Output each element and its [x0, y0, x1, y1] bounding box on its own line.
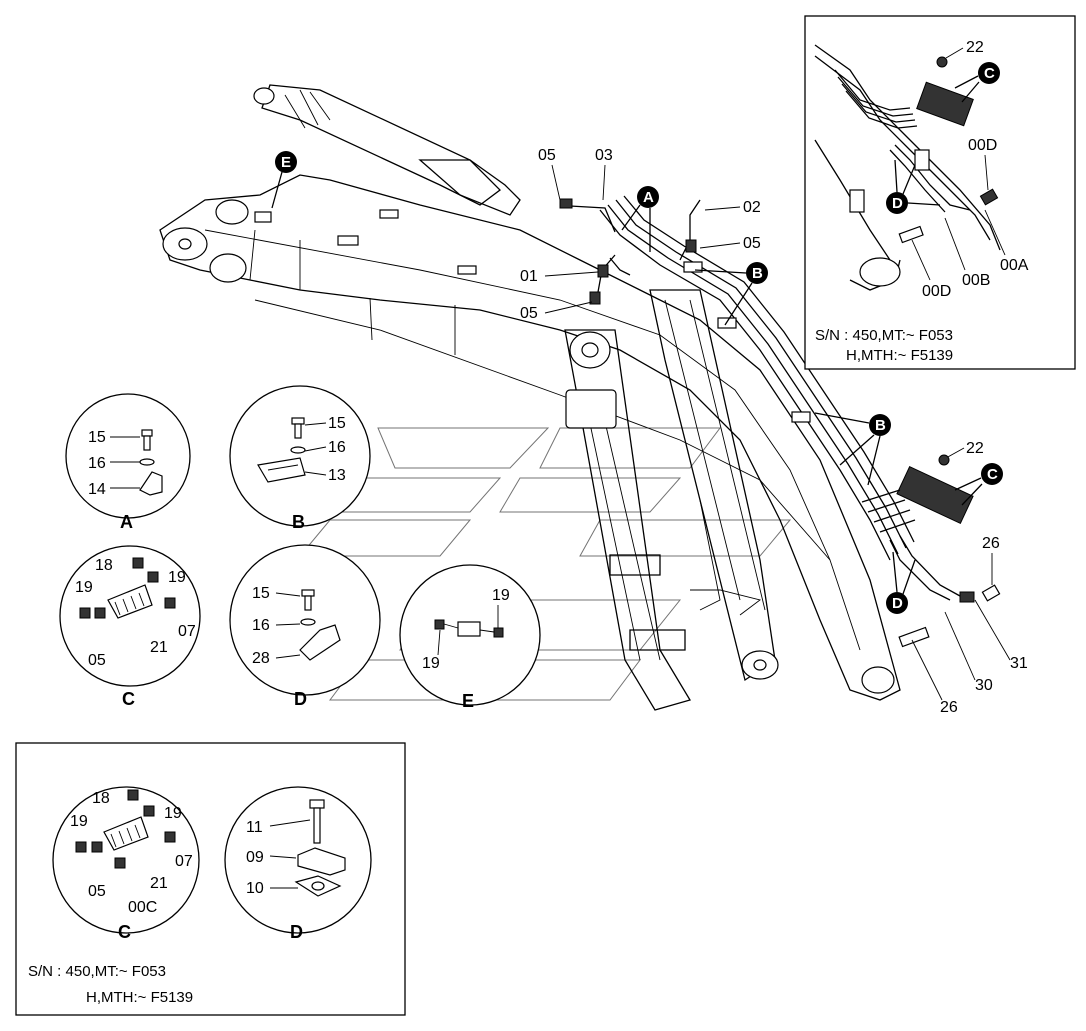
part-18: 18	[95, 557, 113, 574]
callout-26: 26	[982, 535, 1000, 552]
svg-text:D: D	[892, 595, 903, 612]
callout-00B: 00B	[962, 272, 990, 289]
part-19: 19	[164, 805, 182, 822]
hose-bundle	[559, 195, 975, 648]
part-00C: 00C	[128, 899, 157, 916]
marker-a	[637, 186, 659, 208]
part-10: 10	[246, 880, 264, 897]
detail-a: 15 16 14 A	[65, 393, 191, 532]
callout-02: 02	[743, 199, 761, 216]
detail-e: 19 19 E	[399, 564, 541, 711]
callout-05: 05	[538, 147, 556, 164]
part-16: 16	[88, 455, 106, 472]
callout-22: 22	[966, 39, 984, 56]
part-18: 18	[92, 790, 110, 807]
callout-00A: 00A	[1000, 257, 1029, 274]
callout-00D: 00D	[922, 283, 951, 300]
serial-note-line1: S/N : 450,MT:~ F053	[28, 963, 166, 980]
part-15: 15	[88, 429, 106, 446]
detail-c: 18 19 19 07 05 21 C	[59, 545, 201, 709]
marker-d	[886, 592, 908, 614]
svg-text:C: C	[984, 65, 995, 82]
callout-05: 05	[520, 305, 538, 322]
callout-03: 03	[595, 147, 613, 164]
marker-b	[746, 262, 768, 284]
detail-d: 15 16 28 D	[229, 544, 381, 709]
part-13: 13	[328, 467, 346, 484]
callout-05: 05	[743, 235, 761, 252]
boom-structure	[159, 84, 901, 711]
svg-text:C: C	[987, 466, 998, 483]
inset-c-title: C	[118, 922, 131, 942]
serial-note-line2: H,MTH:~ F5139	[846, 347, 953, 364]
svg-text:B: B	[875, 417, 886, 434]
marker-b	[869, 414, 891, 436]
svg-text:B: B	[752, 265, 763, 282]
marker-d	[886, 192, 908, 214]
part-15: 15	[328, 415, 346, 432]
detail-d-title: D	[294, 689, 307, 709]
svg-text:D: D	[892, 195, 903, 212]
marker-c	[978, 62, 1000, 84]
detail-b: 15 16 13 B	[229, 385, 371, 532]
callout-31: 31	[1010, 655, 1028, 672]
part-07: 07	[175, 853, 193, 870]
detail-b-title: B	[292, 512, 305, 532]
inset-top-right: 22 C 00D D 00D 00B 00A S/N : 450,MT:~ F0…	[804, 15, 1076, 370]
part-16: 16	[252, 617, 270, 634]
inset-d-title: D	[290, 922, 303, 942]
callout-30: 30	[975, 677, 993, 694]
detail-a-title: A	[120, 512, 133, 532]
part-19: 19	[70, 813, 88, 830]
svg-text:E: E	[281, 154, 291, 171]
part-21: 21	[150, 875, 168, 892]
part-05: 05	[88, 652, 106, 669]
callout-01: 01	[520, 268, 538, 285]
detail-c-title: C	[122, 689, 135, 709]
top-callouts: 05 03 02 05 01 05 A B E	[271, 147, 768, 326]
serial-note-line1: S/N : 450,MT:~ F053	[815, 327, 953, 344]
part-19: 19	[492, 587, 510, 604]
callout-00D: 00D	[968, 137, 997, 154]
part-14: 14	[88, 481, 106, 498]
part-11: 11	[246, 819, 263, 836]
part-07: 07	[178, 623, 196, 640]
part-09: 09	[246, 849, 264, 866]
detail-e-title: E	[462, 691, 474, 711]
part-19: 19	[422, 655, 440, 672]
serial-note-line2: H,MTH:~ F5139	[86, 989, 193, 1006]
svg-text:A: A	[643, 189, 654, 206]
part-28: 28	[252, 650, 270, 667]
marker-c	[981, 463, 1003, 485]
callout-26: 26	[940, 699, 958, 716]
callout-22: 22	[966, 440, 984, 457]
part-19: 19	[168, 569, 186, 586]
part-21: 21	[150, 639, 168, 656]
mid-callouts: B 22 C D 26 31 30 26	[814, 412, 1028, 716]
manifold-block-mid	[861, 465, 975, 648]
inset-bottom-left: 18 19 19 07 05 21 00C C 11 09 10 D S/N :…	[15, 742, 406, 1016]
part-19: 19	[75, 579, 93, 596]
part-16: 16	[328, 439, 346, 456]
part-15: 15	[252, 585, 270, 602]
marker-e	[275, 151, 297, 173]
part-05: 05	[88, 883, 106, 900]
